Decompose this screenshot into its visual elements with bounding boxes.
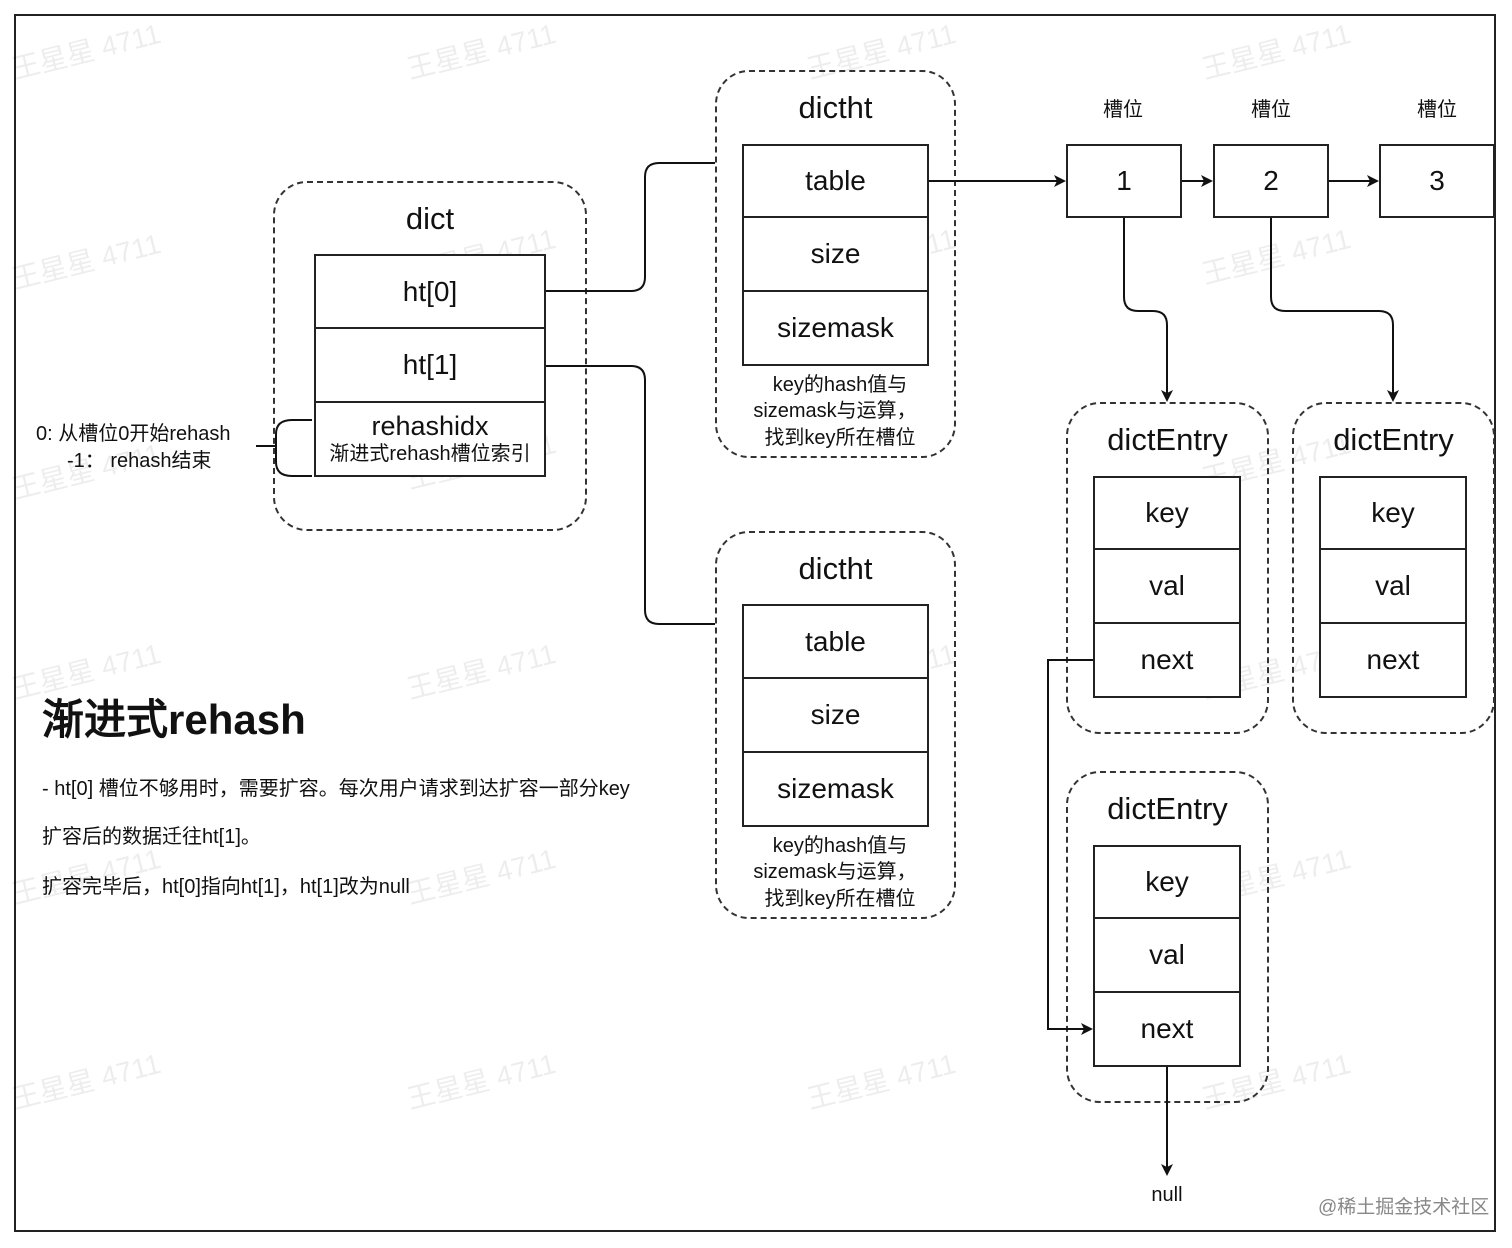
dictht-bottom-table-cell: table <box>742 604 929 679</box>
dictht-bottom-note-line3: 找到key所在槽位 <box>764 888 916 910</box>
dictht-bottom-size-cell: size <box>742 679 929 753</box>
dictht-bottom-sizemask-cell: sizemask <box>742 753 929 827</box>
null-label: null <box>1151 1184 1183 1206</box>
rehash-note-line2: -1： rehash结束 <box>67 450 212 472</box>
dict-entry-1-val: val <box>1093 550 1241 624</box>
dict-rehashidx-cell: rehashidx 渐进式rehash槽位索引 <box>314 403 546 477</box>
slot-1-box: 1 <box>1066 144 1182 218</box>
dict-entry-3-key: key <box>1093 845 1241 919</box>
ht0-to-dictht-top-line <box>546 162 715 292</box>
dictht-bottom-note-line1: key的hash值与 <box>772 835 908 857</box>
dict-entry-1-group <box>1066 402 1269 734</box>
dict-ht0-cell: ht[0] <box>314 254 546 329</box>
slot-1-label: 槽位 <box>1103 99 1143 121</box>
dict-entry-1-next: next <box>1093 624 1241 698</box>
dictht-top-note-line2: sizemask与运算， <box>753 400 917 422</box>
dictht-top-title: dictht <box>798 90 873 125</box>
dictht-top-note-line1: key的hash值与 <box>772 374 908 396</box>
diagram-frame <box>14 14 1496 1232</box>
rehashidx-desc: 渐进式rehash槽位索引 <box>329 443 531 465</box>
dict-entry-2-title: dictEntry <box>1333 422 1454 457</box>
dictht-top-group <box>715 70 956 458</box>
desc-line3: 扩容完毕后，ht[0]指向ht[1]，ht[1]改为null <box>42 876 410 898</box>
dict-entry-2-next: next <box>1319 624 1467 698</box>
ht1-to-dictht-bottom-line <box>546 365 715 625</box>
dict-ht1-cell: ht[1] <box>314 329 546 403</box>
dict-entry-3-val: val <box>1093 919 1241 993</box>
dict-title: dict <box>405 201 455 236</box>
slot-3-label: 槽位 <box>1417 99 1457 121</box>
dictht-bottom-note-line2: sizemask与运算， <box>753 861 917 883</box>
entry1-next-to-entry3-arrow <box>1047 659 1093 1035</box>
dictht-top-size-cell: size <box>742 218 929 292</box>
dict-entry-3-title: dictEntry <box>1107 791 1228 826</box>
dict-entry-2-val: val <box>1319 550 1467 624</box>
desc-line1: - ht[0] 槽位不够用时，需要扩容。每次用户请求到达扩容一部分key <box>42 778 630 800</box>
dict-entry-2-group <box>1292 402 1495 734</box>
rehashidx-label: rehashidx <box>371 411 489 441</box>
dict-entry-2-key: key <box>1319 476 1467 550</box>
rehash-note-bracket <box>256 419 312 477</box>
dict-entry-1-key: key <box>1093 476 1241 550</box>
slot1-to-entry1-arrow <box>1123 218 1173 402</box>
slot-2-label: 槽位 <box>1251 99 1291 121</box>
rehash-note-line1: 0: 从槽位0开始rehash <box>36 423 231 445</box>
dictht-top-sizemask-cell: sizemask <box>742 292 929 366</box>
dict-entry-3-next: next <box>1093 993 1241 1067</box>
page-heading: 渐进式rehash <box>42 696 306 743</box>
dictht-top-note-line3: 找到key所在槽位 <box>764 427 916 449</box>
slot-3-box: 3 <box>1379 144 1495 218</box>
dictht-top-table-cell: table <box>742 144 929 218</box>
dictht-bottom-group <box>715 531 956 919</box>
credit-text: @稀土掘金技术社区 <box>1318 1197 1490 1218</box>
desc-line2: 扩容后的数据迁往ht[1]。 <box>42 826 261 848</box>
slot2-to-entry2-arrow <box>1270 218 1399 402</box>
slot-2-box: 2 <box>1213 144 1329 218</box>
dictht-bottom-title: dictht <box>798 551 873 586</box>
dict-group <box>273 181 587 531</box>
dict-entry-1-title: dictEntry <box>1107 422 1228 457</box>
